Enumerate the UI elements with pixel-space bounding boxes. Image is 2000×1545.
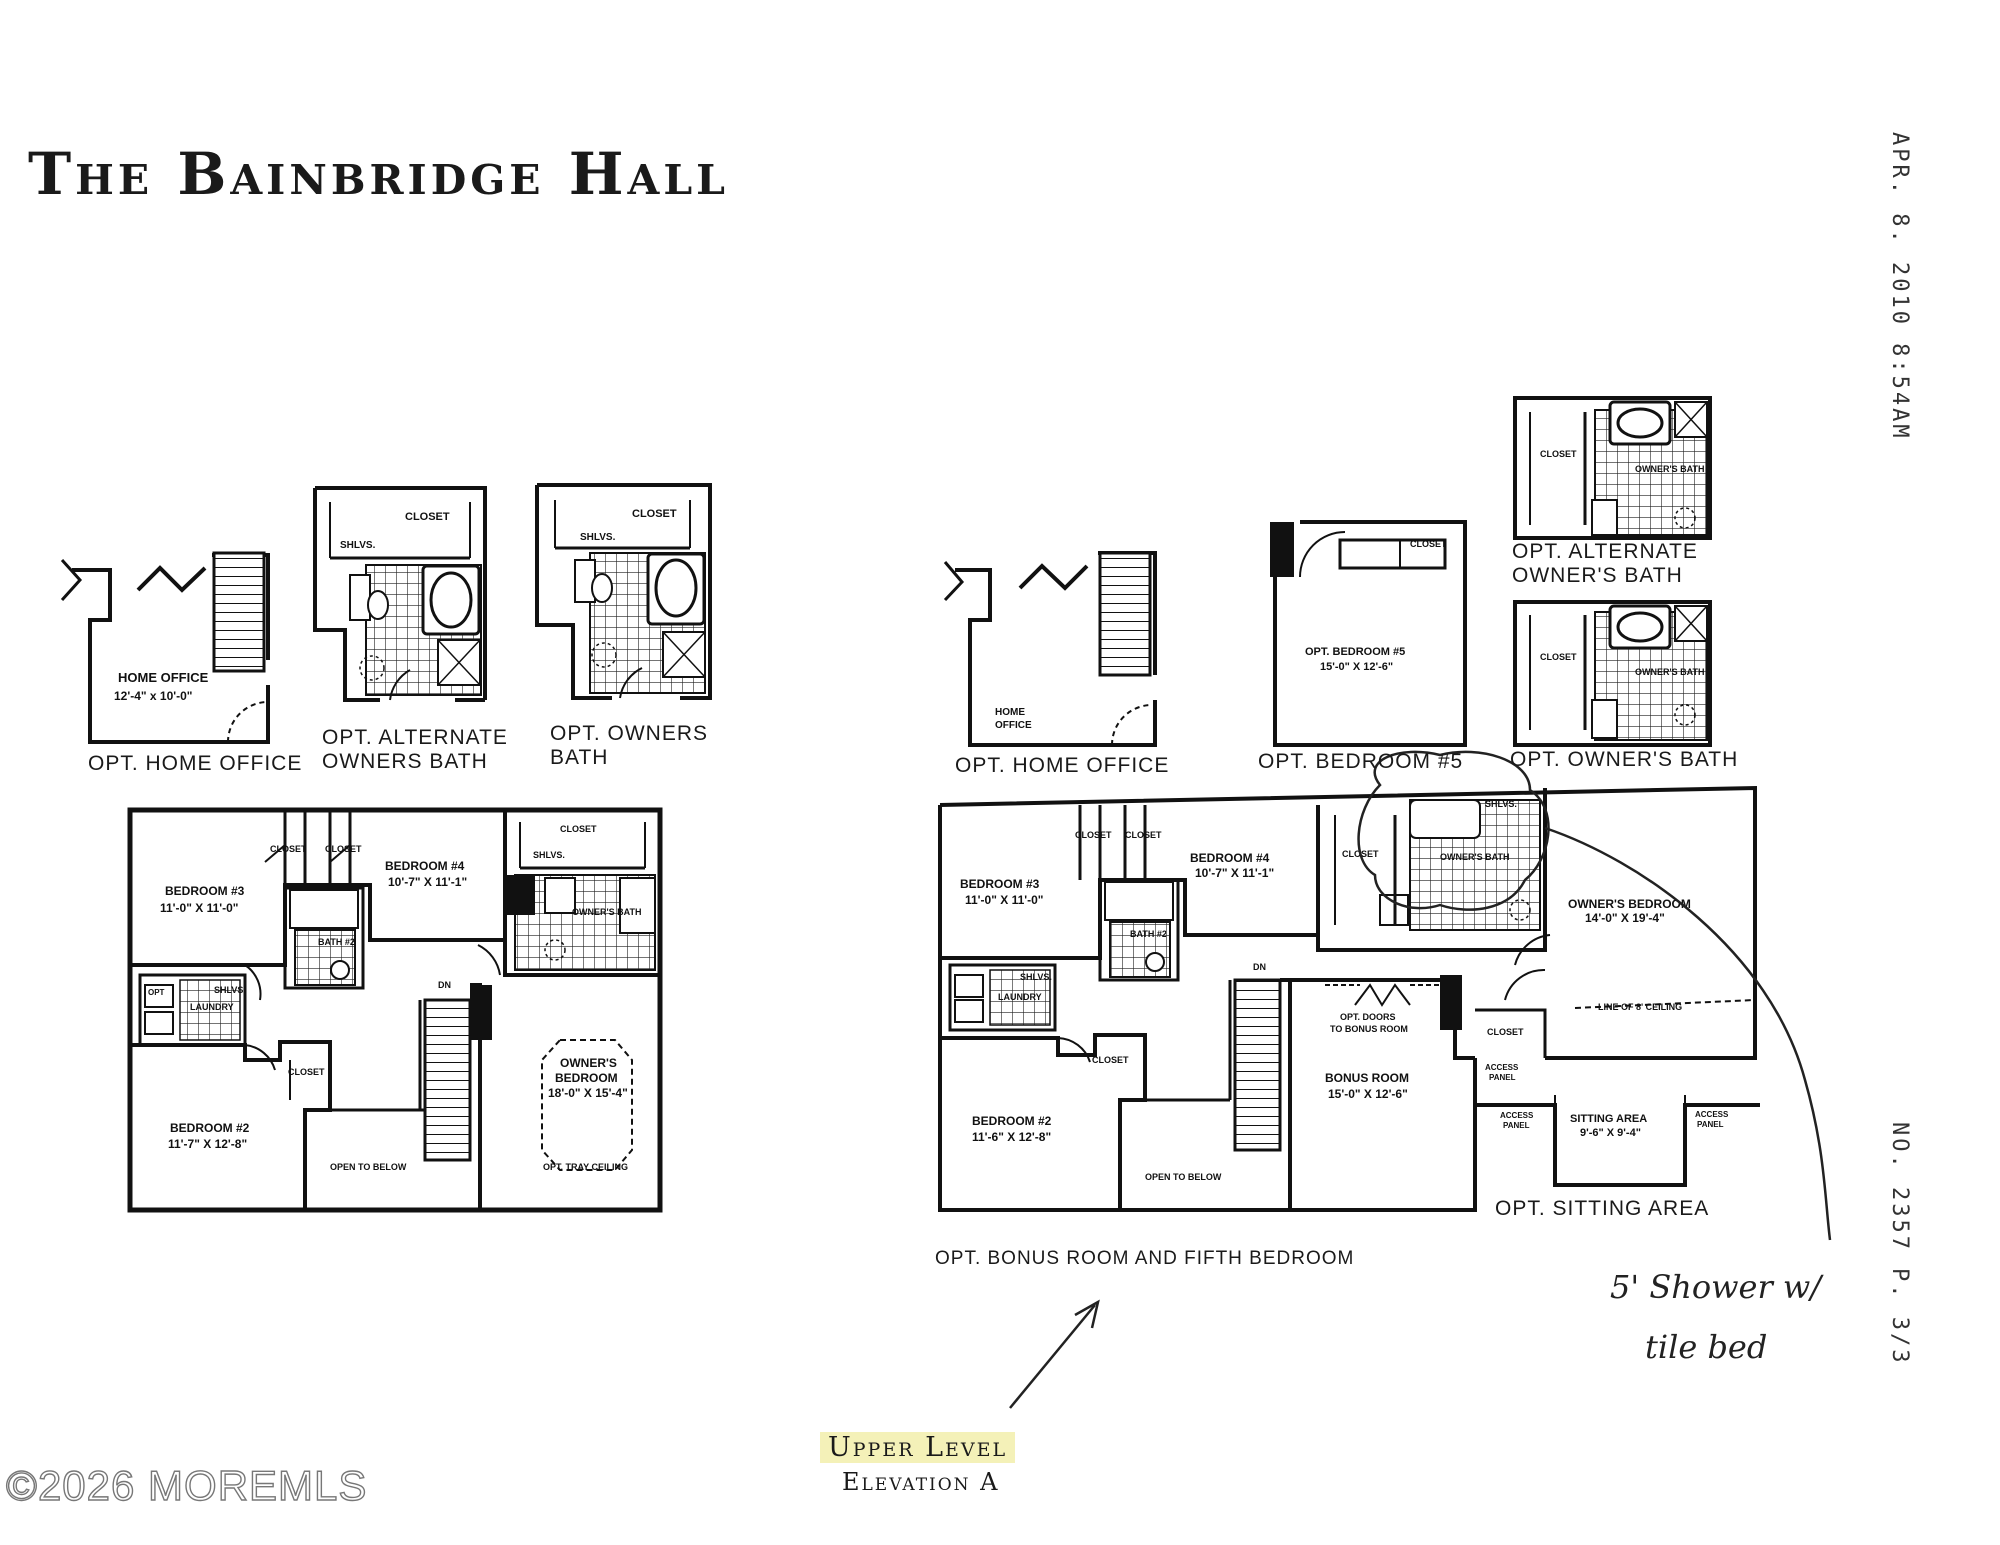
right-home-office-label-1: HOME [995, 707, 1025, 718]
right-bedroom2-dims: 11'-6" X 12'-8" [972, 1130, 1051, 1144]
left-bath2-label: BATH #2 [318, 937, 355, 947]
right-sitting-area-dims: 9'-6" X 9'-4" [1580, 1127, 1641, 1139]
left-bedroom3-name: BEDROOM #3 [165, 884, 245, 898]
left-bedroom2-dims: 11'-7" X 12'-8" [168, 1137, 247, 1151]
right-sitting-area-caption: OPT. SITTING AREA [1495, 1197, 1710, 1220]
right-access-panel-c-1: ACCESS [1695, 1110, 1729, 1119]
left-owners-bath-caption-2: BATH [550, 746, 609, 769]
left-opt-owners-bath [535, 483, 712, 700]
right-main-plan [938, 785, 1760, 1212]
left-owners-bath-caption-1: OPT. OWNERS [550, 722, 709, 745]
right-bedroom3-name: BEDROOM #3 [960, 877, 1040, 891]
left-bedroom3-dims: 11'-0" X 11'-0" [160, 901, 238, 915]
right-laundry-shelf: SHLVS. [1020, 972, 1052, 982]
left-laundry-shelf: SHLVS. [214, 985, 246, 995]
left-alt-bath-closet: CLOSET [405, 511, 450, 523]
elevation-label: Elevation A [842, 1468, 1000, 1496]
left-closet-label-d: CLOSET [560, 824, 597, 834]
left-owners-bedroom-name-2: BEDROOM [555, 1071, 618, 1085]
right-bedroom5-dims: 15'-0" X 12'-6" [1320, 661, 1393, 673]
right-opt-home-office [943, 551, 1157, 747]
right-home-office-caption: OPT. HOME OFFICE [955, 754, 1170, 777]
level-label: Upper Level [820, 1432, 1016, 1463]
right-laundry-label: LAUNDRY [998, 992, 1042, 1002]
right-bedroom4-name: BEDROOM #4 [1190, 851, 1270, 865]
left-alt-bath-caption-2: OWNERS BATH [322, 750, 488, 773]
left-owners-bedroom-dims: 18'-0" X 15'-4" [548, 1086, 628, 1100]
right-access-panel-a-2: PANEL [1489, 1073, 1516, 1082]
left-bedroom4-dims: 10'-7" X 11'-1" [388, 875, 467, 889]
right-opt-alt-bath [1513, 396, 1712, 540]
left-closet-label-a: CLOSET [270, 844, 307, 854]
left-owners-bath-shelf: SHLVS. [580, 532, 616, 543]
right-closet-label-c: CLOSET [1092, 1055, 1129, 1065]
right-bonus-room-dims: 15'-0" X 12'-6" [1328, 1087, 1408, 1101]
right-bedroom5-caption: OPT. BEDROOM #5 [1258, 750, 1464, 773]
level-label-text: Upper Level [820, 1432, 1016, 1463]
right-bedroom4-dims: 10'-7" X 11'-1" [1195, 866, 1274, 880]
right-owners-bath-room: OWNER'S BATH [1635, 667, 1704, 677]
handwritten-note-line1: 5' Shower w/ [1610, 1268, 1822, 1306]
copyright-watermark: ©2026 MOREMLS [5, 1461, 368, 1509]
right-plan-caption: OPT. BONUS ROOM AND FIFTH BEDROOM [935, 1248, 1355, 1269]
right-alt-bath-room: OWNER'S BATH [1635, 464, 1704, 474]
right-owners-bath-closet: CLOSET [1540, 652, 1577, 662]
left-home-office-label: HOME OFFICE [118, 670, 209, 685]
right-owners-bath-caption: OPT. OWNER'S BATH [1510, 748, 1739, 771]
right-alt-bath-closet: CLOSET [1540, 449, 1577, 459]
left-bath-shelf: SHLVS. [533, 850, 565, 860]
handwritten-note-line2: tile bed [1645, 1328, 1768, 1366]
right-bedroom3-dims: 11'-0" X 11'-0" [965, 893, 1043, 907]
right-home-office-label-2: OFFICE [995, 720, 1032, 731]
page-title: The Bainbridge Hall [28, 140, 730, 208]
left-laundry-opt: OPT [148, 988, 165, 997]
left-opt-alt-bath [313, 486, 487, 702]
left-bedroom4-name: BEDROOM #4 [385, 859, 465, 873]
left-opt-home-office [60, 551, 270, 744]
right-opt-doors-2: TO BONUS ROOM [1330, 1024, 1408, 1034]
left-closet-label-b: CLOSET [325, 844, 362, 854]
right-bedroom2-name: BEDROOM #2 [972, 1114, 1052, 1128]
right-bedroom5-closet: CLOSET [1410, 539, 1447, 549]
left-home-office-dims: 12'-4" x 10'-0" [114, 689, 192, 703]
right-closet-label-e: CLOSET [1487, 1027, 1524, 1037]
right-closet-label-a: CLOSET [1075, 830, 1112, 840]
right-bonus-room-name: BONUS ROOM [1325, 1071, 1409, 1085]
right-opt-doors-1: OPT. DOORS [1340, 1012, 1396, 1022]
right-owners-bedroom-name: OWNER'S BEDROOM [1568, 897, 1691, 911]
right-access-panel-a-1: ACCESS [1485, 1063, 1519, 1072]
right-stair-dn: DN [1253, 962, 1266, 972]
right-opt-owners-bath [1513, 600, 1712, 747]
right-owners-bath-label: OWNER'S BATH [1440, 852, 1509, 862]
left-closet-label-c: CLOSET [288, 1067, 325, 1077]
left-alt-bath-shelf: SHLVS. [340, 540, 376, 551]
right-opt-bedroom5 [1270, 520, 1467, 747]
right-access-panel-b-1: ACCESS [1500, 1111, 1534, 1120]
left-alt-bath-caption-1: OPT. ALTERNATE [322, 726, 508, 749]
right-bedroom5-room: OPT. BEDROOM #5 [1305, 646, 1405, 658]
handwritten-markup [1009, 750, 1832, 1409]
left-owners-bedroom-name-1: OWNER'S [560, 1056, 617, 1070]
right-sitting-area-name: SITTING AREA [1570, 1113, 1647, 1125]
left-bedroom2-name: BEDROOM #2 [170, 1121, 250, 1135]
right-owners-bedroom-dims: 14'-0" X 19'-4" [1585, 911, 1665, 925]
right-owners-bedroom-note: LINE OF 8' CEILING [1598, 1002, 1682, 1012]
left-owners-bath-label: OWNER'S BATH [572, 907, 641, 917]
left-owners-bath-closet: CLOSET [632, 508, 677, 520]
right-bath2-label: BATH #2 [1130, 929, 1167, 939]
right-alt-bath-caption-1: OPT. ALTERNATE [1512, 540, 1698, 563]
left-home-office-caption: OPT. HOME OFFICE [88, 752, 303, 775]
left-owners-bedroom-note: OPT. TRAY CEILING [543, 1162, 628, 1172]
right-access-panel-b-2: PANEL [1503, 1121, 1530, 1130]
left-main-plan [127, 807, 663, 1213]
right-alt-bath-caption-2: OWNER'S BATH [1512, 564, 1683, 587]
right-access-panel-c-2: PANEL [1697, 1120, 1724, 1129]
right-open-to-below: OPEN TO BELOW [1145, 1172, 1222, 1182]
left-laundry-label: LAUNDRY [190, 1002, 234, 1012]
right-bath-shelf: SHLVS. [1485, 799, 1517, 809]
right-closet-label-b: CLOSET [1125, 830, 1162, 840]
left-stair-dn: DN [438, 980, 451, 990]
left-open-to-below: OPEN TO BELOW [330, 1162, 407, 1172]
